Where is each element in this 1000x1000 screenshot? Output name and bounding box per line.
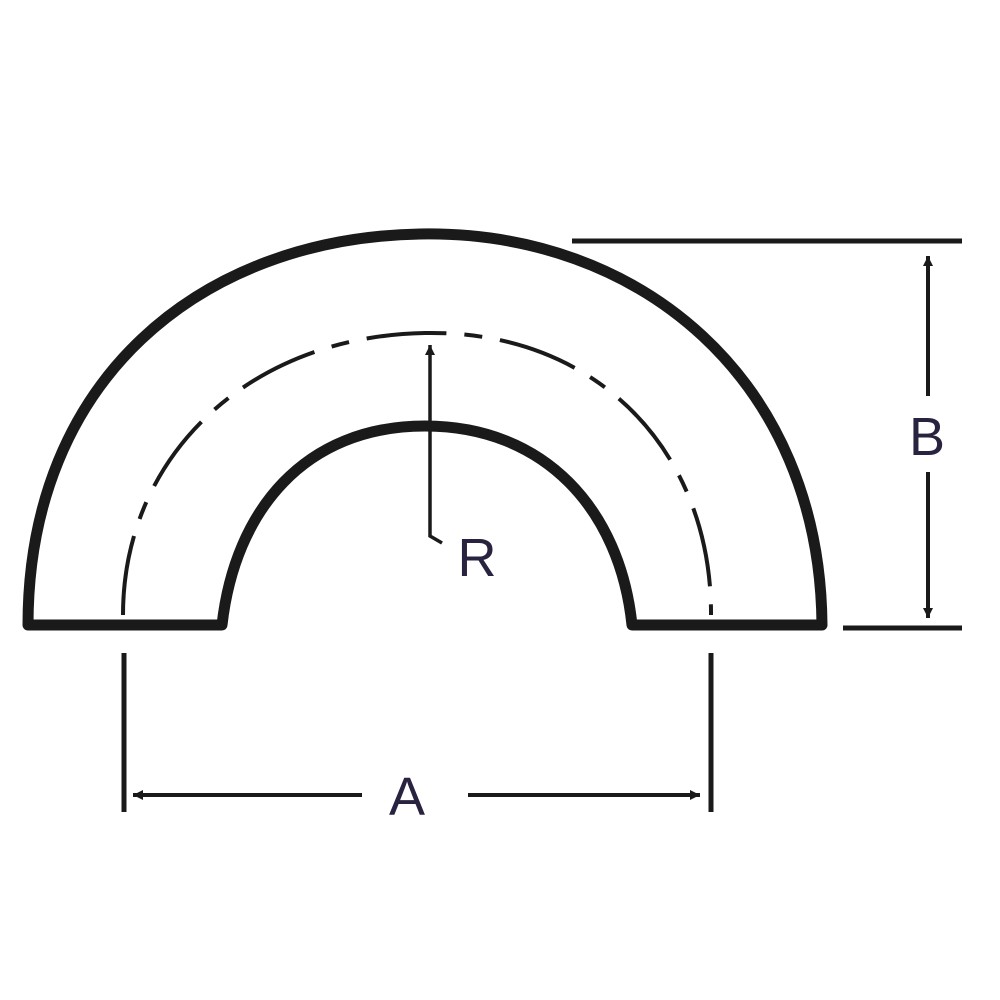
radius-leader: [425, 345, 443, 545]
dimension-a-label: A: [389, 767, 425, 827]
bend-outline: [22, 228, 828, 631]
radius-label: R: [458, 528, 497, 588]
centerline-dashed: [121, 330, 714, 616]
dimension-b-label: B: [909, 407, 945, 467]
